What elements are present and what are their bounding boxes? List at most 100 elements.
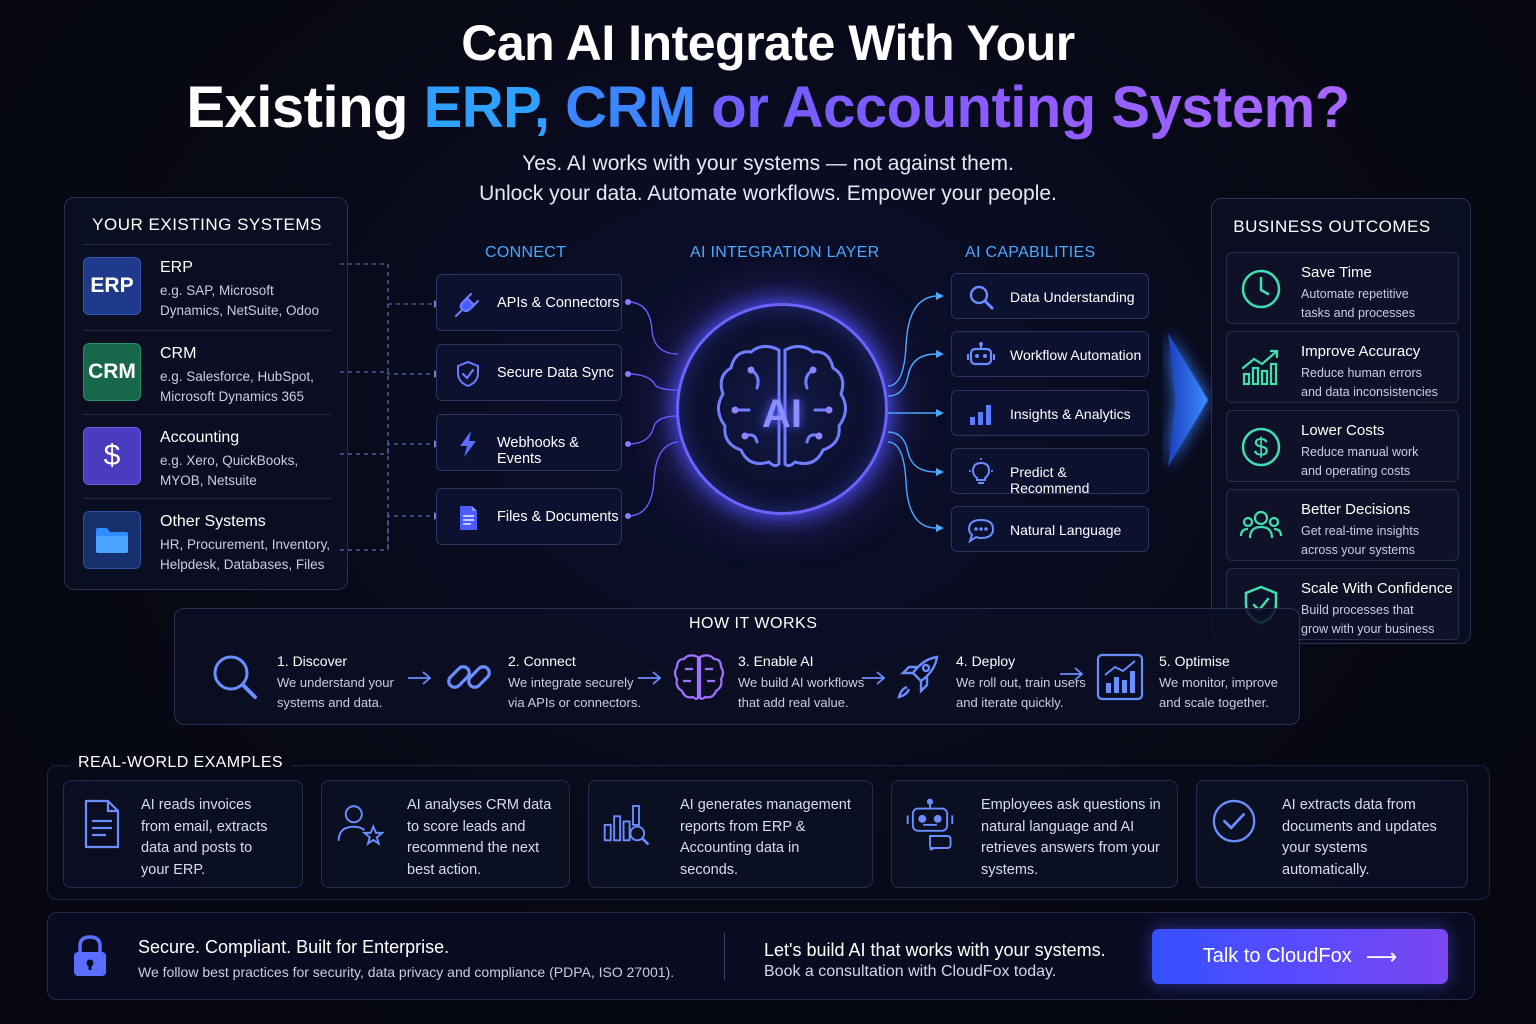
cta-line1: Let's build AI that works with your syst… (764, 940, 1106, 960)
system-desc: e.g. Xero, QuickBooks, MYOB, Netsuite (160, 453, 299, 488)
talk-to-cloudfox-button[interactable]: Talk to CloudFox ⟶ (1152, 929, 1448, 984)
button-label: Talk to CloudFox (1202, 945, 1352, 967)
lightning-icon (460, 431, 476, 457)
step-name: 5. Optimise (1159, 653, 1230, 669)
search-icon (969, 285, 994, 310)
growth-chart-icon (1241, 349, 1279, 386)
subtitle-line2: Unlock your data. Automate workflows. Em… (479, 182, 1057, 205)
subtitle-line1: Yes. AI works with your systems — not ag… (522, 152, 1014, 175)
step-arrow-icon (408, 671, 432, 685)
capability-label: Insights & Analytics (1010, 406, 1131, 422)
outcome-name: Lower Costs (1301, 422, 1385, 439)
connect-item-webhooks[interactable]: Webhooks & Events (436, 414, 622, 471)
how-it-works-panel: HOW IT WORKS 1. Discover We understand y… (174, 608, 1300, 725)
capability-data-understanding[interactable]: Data Understanding (951, 273, 1149, 319)
secure-title: Secure. Compliant. Built for Enterprise. (138, 937, 450, 957)
connect-item-label: Webhooks & Events (497, 435, 579, 467)
link-icon (447, 665, 491, 689)
dollar-icon: $ (1241, 427, 1281, 467)
title-accounting: or Accounting System? (695, 75, 1350, 140)
svg-text:$: $ (1254, 432, 1269, 462)
system-row-erp[interactable]: ERP ERP e.g. SAP, Microsoft Dynamics, Ne… (83, 244, 331, 326)
plug-icon (454, 292, 480, 318)
system-row-accounting[interactable]: $ Accounting e.g. Xero, QuickBooks, MYOB… (83, 414, 331, 496)
existing-systems-panel: YOUR EXISTING SYSTEMS ERP ERP e.g. SAP, … (64, 197, 348, 590)
outcomes-title: BUSINESS OUTCOMES (1233, 217, 1431, 236)
ai-core-label: AI (762, 392, 802, 436)
cta-line2: Book a consultation with CloudFox today. (764, 963, 1057, 980)
erp-badge-icon: ERP (83, 257, 141, 315)
step-name: 3. Enable AI (738, 653, 814, 669)
connect-item-apis[interactable]: APIs & Connectors (436, 274, 622, 331)
outcome-name: Improve Accuracy (1301, 343, 1421, 360)
system-name: Accounting (160, 429, 240, 446)
folder-icon (83, 511, 141, 569)
shield-check-icon (457, 360, 479, 388)
connect-item-files[interactable]: Files & Documents (436, 488, 622, 545)
business-outcomes-panel: BUSINESS OUTCOMES Save Time Automate rep… (1211, 198, 1471, 644)
footer-divider (724, 933, 725, 981)
connector-lines-left (340, 263, 679, 551)
system-name: CRM (160, 345, 197, 362)
page-title-line2: Existing ERP, CRM or Accounting System? (0, 74, 1536, 141)
system-desc: HR, Procurement, Inventory, Helpdesk, Da… (160, 537, 331, 572)
outcome-name: Better Decisions (1301, 501, 1411, 518)
chat-icon (967, 518, 995, 544)
step-arrow-icon (1060, 667, 1084, 681)
magnifier-icon (213, 655, 257, 699)
dollar-badge-icon: $ (83, 427, 141, 485)
invoice-icon (84, 799, 120, 849)
bar-chart-icon (970, 405, 991, 425)
outcome-name: Scale With Confidence (1301, 580, 1453, 597)
system-row-other[interactable]: Other Systems HR, Procurement, Inventory… (83, 498, 331, 580)
capability-insights[interactable]: Insights & Analytics (951, 390, 1149, 436)
connect-item-label: APIs & Connectors (497, 295, 620, 311)
document-icon (460, 506, 477, 530)
user-star-icon (337, 805, 384, 846)
capability-natural-language[interactable]: Natural Language (951, 506, 1149, 552)
outcome-arrow-icon (1168, 333, 1208, 467)
capability-label: Predict & Recommend (1010, 464, 1090, 496)
analytics-icon (1096, 653, 1144, 701)
title-erp: ERP, (423, 75, 550, 140)
capability-label: Workflow Automation (1010, 347, 1142, 363)
clock-icon (1241, 269, 1281, 309)
capability-workflow-automation[interactable]: Workflow Automation (951, 331, 1149, 377)
capability-predict[interactable]: Predict & Recommend (951, 448, 1149, 496)
check-circle-icon (1212, 799, 1256, 843)
connect-item-secure-sync[interactable]: Secure Data Sync (436, 344, 622, 401)
people-icon (1239, 510, 1283, 539)
step-name: 1. Discover (277, 653, 348, 669)
outcome-scale[interactable]: Scale With Confidence Build processes th… (1226, 568, 1459, 640)
title-crm: CRM (549, 75, 696, 140)
rocket-icon (897, 655, 939, 699)
ai-layer-title: AI INTEGRATION LAYER (690, 244, 880, 261)
connector-lines-right (887, 292, 944, 532)
title-prefix: Existing (186, 75, 424, 140)
brain-icon (673, 654, 725, 700)
step-arrow-icon (638, 671, 662, 685)
system-row-crm[interactable]: CRM CRM e.g. Salesforce, HubSpot, Micros… (83, 330, 331, 412)
arrow-right-icon: ⟶ (1365, 943, 1398, 969)
secure-desc: We follow best practices for security, d… (138, 964, 675, 980)
